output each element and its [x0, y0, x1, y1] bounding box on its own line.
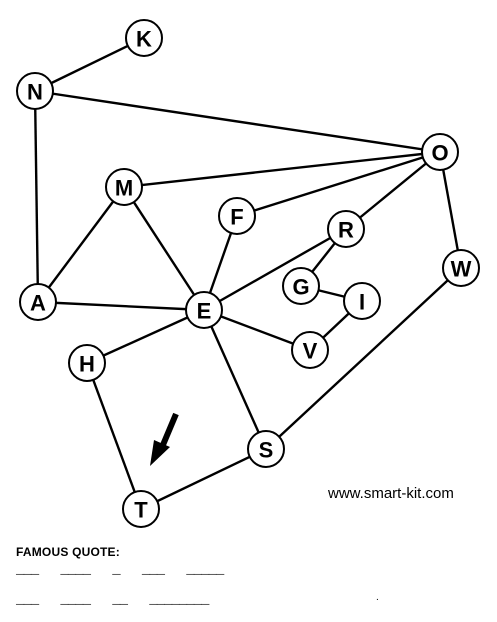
node-circle — [282, 267, 320, 305]
node-k[interactable]: K — [125, 19, 163, 57]
start-arrow-icon — [150, 412, 179, 466]
graph-edges — [33, 36, 463, 511]
edge-h-t — [85, 362, 143, 510]
node-i[interactable]: I — [343, 282, 381, 320]
node-circle — [122, 490, 160, 528]
edge-a-m — [37, 186, 125, 303]
node-t[interactable]: T — [122, 490, 160, 528]
node-letter: E — [197, 299, 212, 324]
node-circle — [125, 19, 163, 57]
edge-f-o — [236, 150, 441, 218]
node-circle — [218, 197, 256, 235]
node-w[interactable]: W — [442, 249, 480, 287]
node-s[interactable]: S — [247, 430, 285, 468]
node-letter: G — [292, 275, 309, 300]
node-circle — [442, 249, 480, 287]
node-o[interactable]: O — [421, 133, 459, 171]
node-circle — [327, 210, 365, 248]
edge-r-o — [345, 151, 441, 230]
node-v[interactable]: V — [291, 331, 329, 369]
node-letter: S — [259, 438, 274, 463]
edge-e-s — [202, 309, 268, 450]
edge-e-h — [86, 308, 205, 365]
node-letter: O — [431, 141, 448, 166]
edge-n-o — [34, 89, 441, 154]
node-letter: R — [338, 218, 354, 243]
node-circle — [19, 283, 57, 321]
quote-blanks-line-1[interactable]: ___ ____ _ ___ _____ — [16, 562, 224, 578]
node-circle — [421, 133, 459, 171]
node-letter: N — [27, 80, 43, 105]
edge-w-s — [265, 267, 462, 450]
node-circle — [185, 291, 223, 329]
node-letter: M — [115, 176, 133, 201]
node-circle — [247, 430, 285, 468]
edge-s-t — [140, 447, 267, 511]
edge-n-a — [33, 90, 40, 303]
famous-quote-label: FAMOUS QUOTE: — [16, 545, 120, 559]
node-circle — [68, 344, 106, 382]
node-h[interactable]: H — [68, 344, 106, 382]
node-letter: A — [30, 291, 46, 316]
edge-r-e — [203, 227, 347, 312]
node-m[interactable]: M — [105, 168, 143, 206]
node-letter: T — [134, 498, 148, 523]
node-r[interactable]: R — [327, 210, 365, 248]
node-circle — [343, 282, 381, 320]
edge-m-e — [122, 186, 206, 311]
node-letter: F — [230, 205, 243, 230]
node-letter: V — [303, 339, 318, 364]
node-a[interactable]: A — [19, 283, 57, 321]
node-g[interactable]: G — [282, 267, 320, 305]
edge-o-w — [438, 151, 463, 269]
node-letter: W — [451, 257, 472, 282]
node-circle — [105, 168, 143, 206]
website-label: www.smart-kit.com — [328, 485, 454, 502]
period-mark: . — [376, 592, 379, 603]
node-circle — [16, 72, 54, 110]
quote-blanks-line-2[interactable]: ___ ____ __ ________ — [16, 592, 209, 608]
graph-nodes: K N O M F R G I W A E H V S T — [16, 19, 480, 528]
node-letter: I — [359, 290, 365, 315]
edge-m-o — [123, 150, 441, 189]
node-e[interactable]: E — [185, 291, 223, 329]
node-n[interactable]: N — [16, 72, 54, 110]
node-f[interactable]: F — [218, 197, 256, 235]
node-circle — [291, 331, 329, 369]
node-letter: K — [136, 27, 152, 52]
edge-a-e — [37, 300, 205, 312]
edge-k-n — [34, 36, 145, 93]
node-letter: H — [79, 352, 95, 377]
